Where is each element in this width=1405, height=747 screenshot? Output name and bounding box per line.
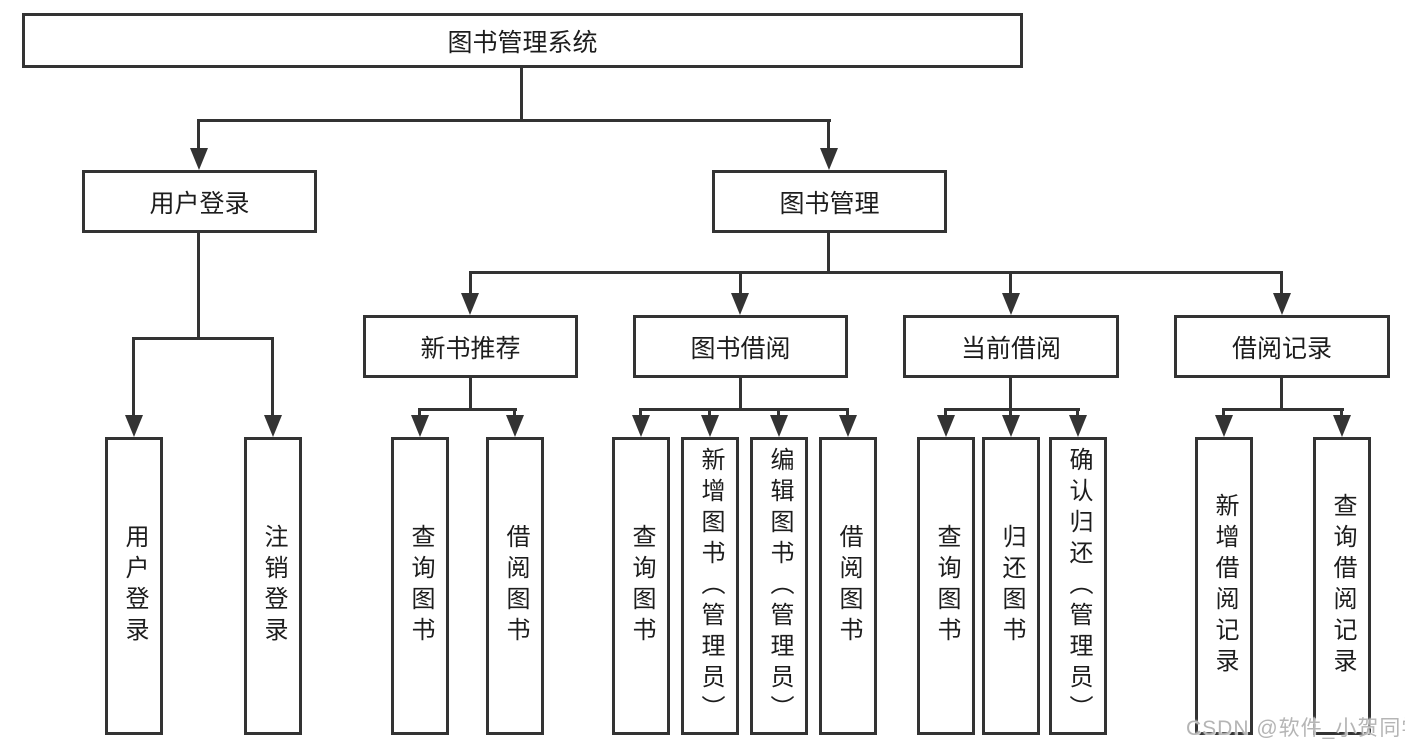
connector-drop [1076,408,1079,417]
connector-stem [469,378,472,411]
node-label: 图书借阅 [690,334,791,363]
node-user-login: 用户登录 [105,437,163,735]
node-label: 新增借阅记录 [1211,493,1238,679]
arrow-down-icon [1333,415,1351,437]
node-label: 图书管理系统 [447,28,598,57]
connector-drop [739,271,742,297]
node-library-management-system: 图书管理系统 [22,13,1023,68]
arrow-down-icon [731,293,749,315]
connector-crossbar [469,271,1283,274]
node-label: 新增图书（管理员） [697,446,724,726]
node-logout: 注销登录 [244,437,302,735]
connector-drop [1009,271,1012,297]
node-user-login-group: 用户登录 [82,170,317,233]
node-label: 用户登录 [149,189,250,218]
arrow-down-icon [411,415,429,437]
node-label: 用户登录 [121,524,148,648]
connector-stem [197,233,200,339]
node-label: 借阅图书 [502,524,529,648]
arrow-down-icon [461,293,479,315]
arrow-down-icon [1002,293,1020,315]
arrow-down-icon [839,415,857,437]
arrow-down-icon [632,415,650,437]
arrow-down-icon [701,415,719,437]
connector-drop [1280,271,1283,297]
node-borrowing-records: 借阅记录 [1174,315,1390,378]
arrow-down-icon [1215,415,1233,437]
arrow-down-icon [264,415,282,437]
connector-drop [944,408,947,417]
connector-drop [639,408,642,417]
node-label: 借阅图书 [835,524,862,648]
node-add-book-admin: 新增图书（管理员） [681,437,739,735]
node-query-borrow-record: 查询借阅记录 [1313,437,1371,735]
arrow-down-icon [125,415,143,437]
node-new-book-recommend: 新书推荐 [363,315,578,378]
connector-crossbar [944,408,1080,411]
connector-crossbar [639,408,849,411]
connector-crossbar [1222,408,1344,411]
arrow-down-icon [1002,415,1020,437]
connector-drop [1009,408,1012,417]
connector-drop [1222,408,1225,417]
node-label: 查询图书 [628,524,655,648]
node-book-management: 图书管理 [712,170,947,233]
node-label: 确认归还（管理员） [1065,446,1092,726]
connector-drop [469,271,472,297]
connector-drop [827,119,830,151]
connector-crossbar [418,408,517,411]
node-label: 图书管理 [779,189,880,218]
node-query-books-borrowing: 查询图书 [612,437,670,735]
arrow-down-icon [506,415,524,437]
connector-drop [132,337,135,417]
node-label: 当前借阅 [960,334,1061,363]
connector-drop [708,408,711,417]
node-book-borrowing: 图书借阅 [633,315,848,378]
connector-drop [1340,408,1343,417]
watermark: CSDN @软件_小贺同学 [1186,717,1405,740]
connector-drop [846,408,849,417]
connector-crossbar [197,119,831,122]
arrow-down-icon [937,415,955,437]
node-query-books-recommend: 查询图书 [391,437,449,735]
node-borrow-books-recommend: 借阅图书 [486,437,544,735]
connector-drop [777,408,780,417]
connector-stem [1009,378,1012,411]
connector-drop [271,337,274,417]
node-label: 借阅记录 [1231,334,1332,363]
arrow-down-icon [1069,415,1087,437]
connector-stem [739,378,742,411]
connector-stem [520,68,523,120]
node-add-borrow-record: 新增借阅记录 [1195,437,1253,735]
node-query-books-current: 查询图书 [917,437,975,735]
node-label: 注销登录 [260,524,287,648]
arrow-down-icon [1273,293,1291,315]
connector-drop [197,119,200,151]
connector-stem [827,233,830,274]
arrow-down-icon [770,415,788,437]
connector-drop [513,408,516,417]
node-edit-book-admin: 编辑图书（管理员） [750,437,808,735]
node-label: 查询图书 [407,524,434,648]
connector-drop [418,408,421,417]
node-current-borrowing: 当前借阅 [903,315,1119,378]
connector-stem [1280,378,1283,411]
arrow-down-icon [820,148,838,170]
node-label: 新书推荐 [420,334,521,363]
node-label: 编辑图书（管理员） [766,446,793,726]
node-label: 归还图书 [998,524,1025,648]
connector-crossbar [132,337,274,340]
node-borrow-book: 借阅图书 [819,437,877,735]
node-label: 查询借阅记录 [1329,493,1356,679]
arrow-down-icon [190,148,208,170]
node-label: 查询图书 [933,524,960,648]
node-confirm-return-admin: 确认归还（管理员） [1049,437,1107,735]
node-return-book: 归还图书 [982,437,1040,735]
